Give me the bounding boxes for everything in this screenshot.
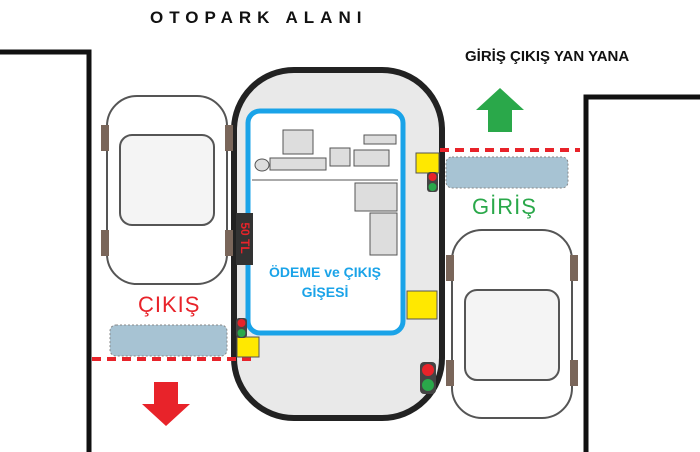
entry-barrier <box>406 148 580 394</box>
price-text: 50 TL <box>238 222 252 254</box>
exit-label: ÇIKIŞ <box>138 292 201 317</box>
exit-barrier <box>92 318 260 361</box>
car-entry-lane <box>446 229 578 419</box>
booth-label-line2: GİŞESİ <box>301 284 349 300</box>
computer-equipment-icon <box>254 129 398 256</box>
booth-label-line1: ÖDEME ve ÇIKIŞ <box>268 264 382 280</box>
subtitle: GİRİŞ ÇIKIŞ YAN YANA <box>465 48 630 65</box>
car-exit-lane <box>101 95 233 285</box>
entry-loop-detector <box>445 156 569 189</box>
entry-arrow-icon <box>476 88 524 132</box>
price-display: 50 TL <box>236 213 253 265</box>
exit-arrow-icon <box>142 382 190 426</box>
exit-loop-detector <box>109 324 228 357</box>
booth-label: ÖDEME ve ÇIKIŞ GİŞESİ <box>250 262 400 302</box>
entry-label: GİRİŞ <box>472 194 537 219</box>
page-title: OTOPARK ALANI <box>150 8 368 27</box>
walls <box>0 49 700 452</box>
